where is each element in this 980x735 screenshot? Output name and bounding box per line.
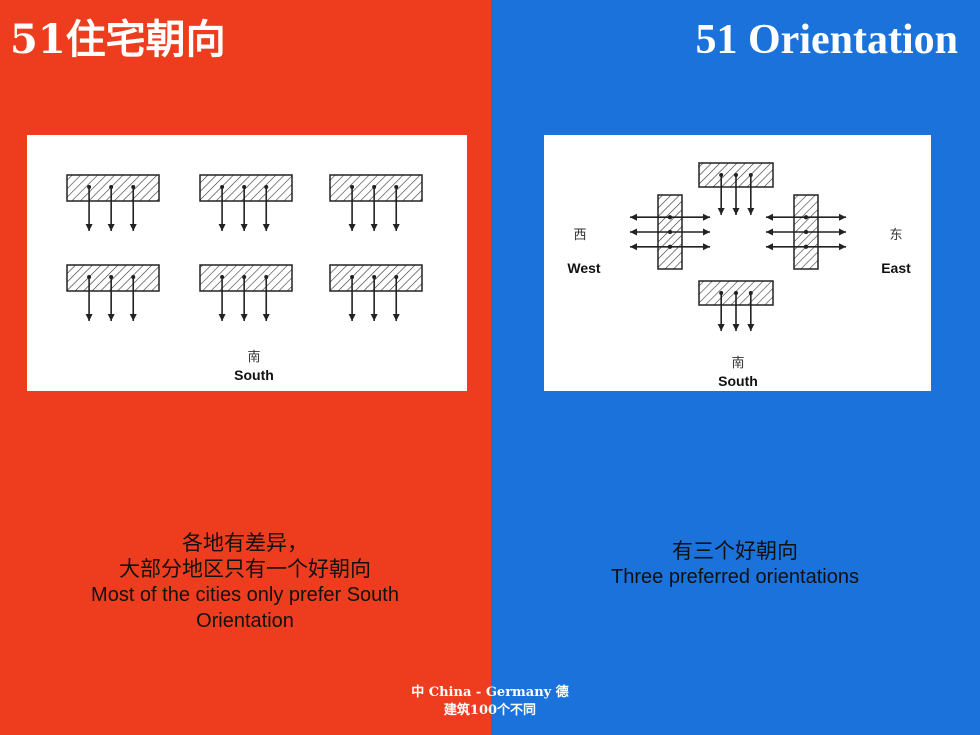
arrow-head [392,314,400,321]
arrow-dot [668,230,672,234]
arrow-head [218,224,226,231]
arrow-dot [264,275,269,279]
arrow-head [262,224,270,231]
arrow-dot [220,185,225,189]
building-block [329,264,423,292]
arrow-head [766,213,773,221]
arrow-head [370,314,378,321]
caption-right: 有三个好朝向 Three preferred orientations [520,538,950,590]
arrow-head [703,228,710,236]
caption-left-line4: Orientation [196,610,294,632]
arrow-head [392,224,400,231]
arrow-dot [87,185,92,189]
arrow-dot [734,291,738,295]
three-orientation-drawing: 西 West 东 East 南 South [567,162,911,389]
caption-left-line2: 大部分地区只有一个好朝向 [119,557,371,581]
south-label-zh-right: 南 [731,355,744,371]
arrow-head [717,324,725,331]
caption-left-line3: Most of the cities only prefer South [91,584,399,606]
arrow-head [129,224,137,231]
arrow-dot [668,215,672,220]
arrow-head [747,324,755,331]
arrow-head [240,224,248,231]
south-label-zh: 南 [247,349,260,365]
footer: 中 China - Germany 德 建筑100个不同 [400,684,580,720]
three-orientation-diagram: 西 West 东 East 南 South [544,135,931,391]
building-block [66,264,160,292]
arrow-head [766,228,773,236]
arrow-dot [804,215,808,220]
arrow-dot [719,173,724,177]
arrow-dot [748,173,753,177]
arrow-dot [131,275,136,279]
arrow-head [348,224,356,231]
title-english: 51 Orientation [695,17,958,63]
south-orientation-diagram: 南 South [27,135,467,391]
building-block [199,174,293,202]
arrow-dot [372,185,377,189]
arrow-head [732,208,740,215]
west-label-zh: 西 [573,228,586,243]
south-label-en-right: South [718,373,758,389]
arrow-dot [748,291,753,295]
arrow-head [839,213,846,221]
arrow-dot [350,185,355,189]
arrow-head [370,224,378,231]
arrow-dot [220,275,225,279]
east-label-en: East [881,260,911,276]
building-block [199,264,293,292]
arrow-dot [668,244,672,249]
arrow-dot [372,275,377,279]
arrow-dot [394,275,399,279]
footer-line2: 建筑100个不同 [443,703,537,718]
arrow-head [218,314,226,321]
arrow-head [630,213,637,221]
building-block [66,174,160,202]
arrow-head [717,208,725,215]
arrow-head [262,314,270,321]
south-label-en: South [234,367,274,383]
arrow-dot [719,291,724,295]
south-orientation-drawing: 南 South [66,174,423,383]
arrow-head [129,314,137,321]
arrow-dot [109,275,114,279]
arrow-dot [87,275,92,279]
arrow-head [747,208,755,215]
arrow-head [839,228,846,236]
arrow-head [766,243,773,251]
building-block [329,174,423,202]
arrow-head [85,224,93,231]
arrow-dot [804,230,808,234]
arrow-head [107,224,115,231]
arrow-head [703,213,710,221]
caption-right-line2: Three preferred orientations [611,566,859,588]
arrow-head [732,324,740,331]
arrow-head [348,314,356,321]
arrow-dot [242,185,247,189]
arrow-head [630,228,637,236]
arrow-dot [242,275,247,279]
arrow-dot [350,275,355,279]
arrow-dot [264,185,269,189]
arrow-head [85,314,93,321]
caption-left-line1: 各地有差异， [182,531,308,555]
arrow-dot [109,185,114,189]
arrow-head [703,243,710,251]
caption-right-line1: 有三个好朝向 [672,539,798,563]
title-chinese: 51住宅朝向 [10,16,226,63]
arrow-head [107,314,115,321]
arrow-dot [734,173,738,177]
caption-left: 各地有差异， 大部分地区只有一个好朝向 Most of the cities o… [20,530,470,634]
arrow-dot [394,185,399,189]
arrow-head [630,243,637,251]
arrow-dot [131,185,136,189]
east-label-zh: 东 [889,228,902,243]
arrow-dot [804,244,808,249]
footer-line1: 中 China - Germany 德 [411,685,569,700]
west-label-en: West [567,260,601,276]
arrow-head [839,243,846,251]
arrow-head [240,314,248,321]
